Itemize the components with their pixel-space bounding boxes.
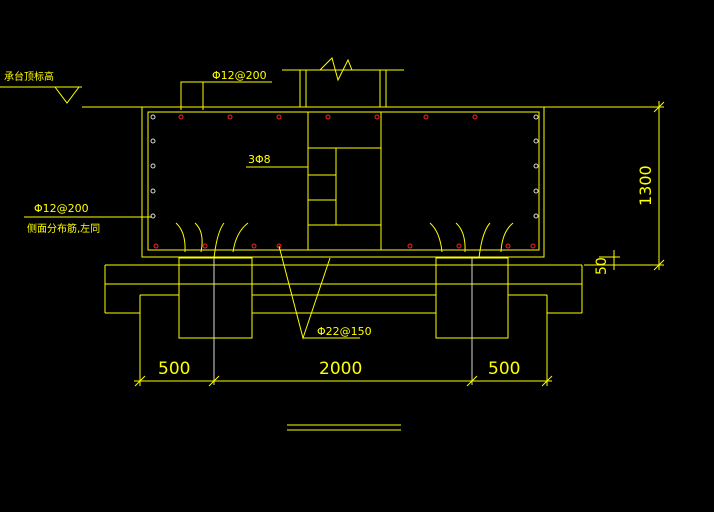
side-rebar-label: Φ12@200 xyxy=(34,202,89,215)
column-reinforcement: 3Φ8 xyxy=(246,112,382,250)
pile-anchor-bars xyxy=(175,222,514,259)
section-title-block xyxy=(287,424,401,431)
side-rebar-note: 侧面分布筋,左同 xyxy=(27,222,100,235)
height-dimension-text: 1300 xyxy=(636,165,655,206)
foundation-base xyxy=(104,257,583,385)
right-width-text: 500 xyxy=(488,359,520,379)
top-rebar-label: Φ12@200 xyxy=(212,69,267,82)
rebar-dots xyxy=(150,114,539,249)
top-rebar-leader: Φ12@200 xyxy=(180,69,272,110)
left-width-text: 500 xyxy=(158,359,190,379)
side-rebar-leader: Φ12@200 侧面分布筋,左同 xyxy=(24,202,152,235)
column-stub xyxy=(282,57,404,107)
stirrup-label: 3Φ8 xyxy=(248,153,271,166)
middle-width-text: 2000 xyxy=(319,359,362,379)
height-dimension: 1300 50 xyxy=(544,101,665,275)
width-dimension: 500 2000 500 xyxy=(134,345,553,387)
bottom-rebar-label: Φ22@150 xyxy=(317,325,372,338)
cap-top-elevation-label: 承台顶标高 xyxy=(4,70,54,83)
pile-cap-outline xyxy=(141,106,545,258)
elevation-marker: 承台顶标高 xyxy=(0,70,142,108)
bottom-rebar-leader: Φ22@150 xyxy=(278,245,372,340)
cover-dimension-text: 50 xyxy=(594,257,610,275)
